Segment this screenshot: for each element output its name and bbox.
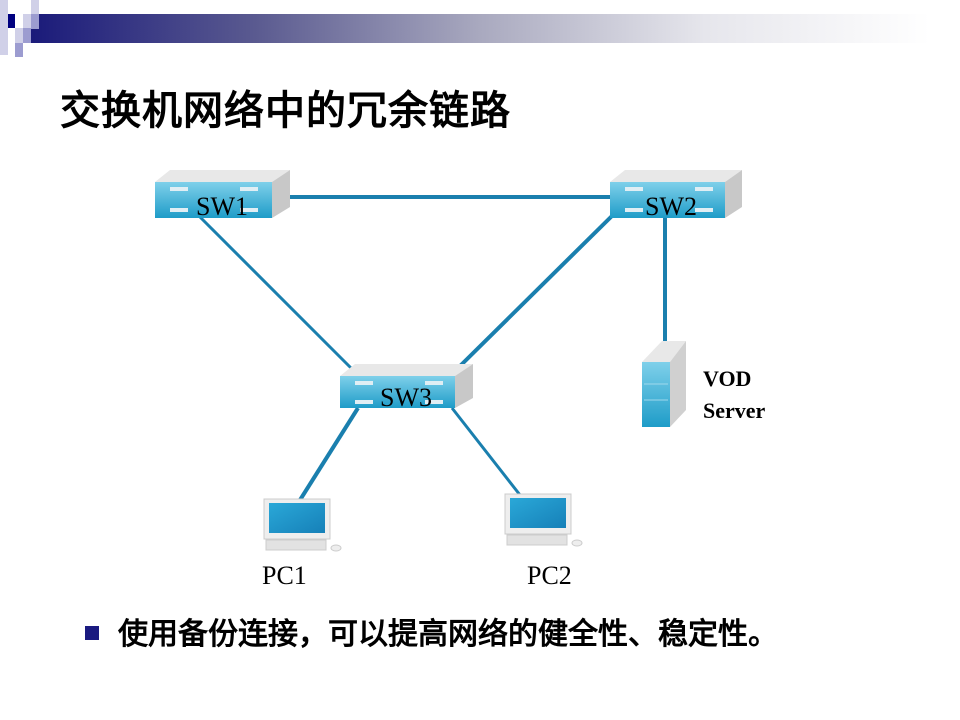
link-sw3-pc2: [450, 407, 522, 496]
bullet-text: 使用备份连接，可以提高网络的健全性、稳定性。: [118, 617, 778, 652]
link-sw2-sw3: [456, 208, 620, 370]
link-sw1-sw3: [196, 213, 357, 374]
server-label-line1: VOD: [703, 366, 751, 391]
switch-sw1[interactable]: SW1: [155, 170, 290, 221]
pc-label: PC1: [262, 561, 307, 590]
links: [196, 195, 667, 502]
switch-label: SW3: [380, 383, 432, 412]
switch-label: SW1: [196, 192, 248, 221]
bullet-square-icon: [85, 626, 99, 640]
server-label-line2: Server: [703, 398, 766, 423]
vod-server[interactable]: VOD Server: [642, 341, 766, 427]
pc-label: PC2: [527, 561, 572, 590]
switch-sw2[interactable]: SW2: [610, 170, 742, 221]
pc-pc2[interactable]: PC2: [504, 493, 583, 590]
switch-label: SW2: [645, 192, 697, 221]
slide-title: 交换机网络中的冗余链路: [60, 88, 511, 134]
header-gradient-bar: [30, 14, 930, 43]
pc-pc1[interactable]: PC1: [262, 498, 342, 590]
link-sw3-pc1: [298, 406, 360, 502]
switch-sw3[interactable]: SW3: [340, 364, 473, 412]
